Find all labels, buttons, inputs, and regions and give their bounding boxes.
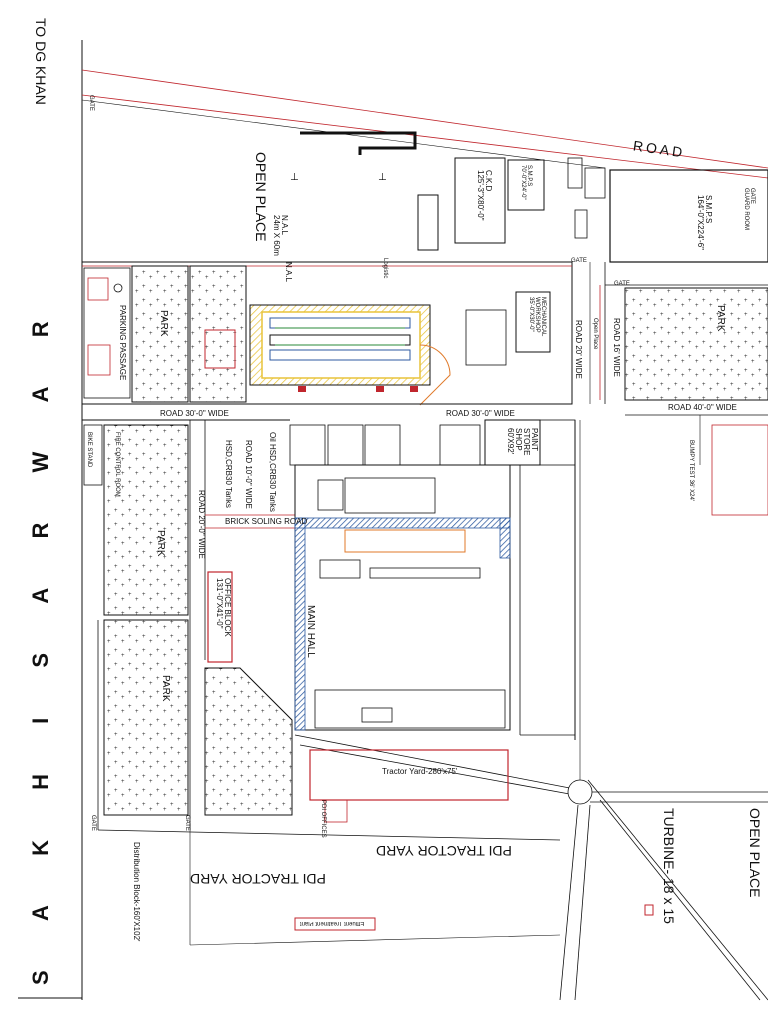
pdi-offices-label: PDI OFFICES — [320, 800, 326, 838]
open-place-mid-label: Open Place — [592, 318, 598, 350]
fire-control-label: FIRE CONTROL ROOM — [114, 432, 120, 497]
park-1-label: PARK — [158, 310, 169, 337]
road-20-wide-label: ROAD 20' WIDE — [574, 320, 583, 379]
park-2-label: PARK — [715, 305, 726, 332]
road-30-label-a: ROAD 30'-0" WIDE — [160, 409, 229, 418]
brick-soling-label: BRICK SOLING ROAD — [225, 517, 308, 526]
park-4-label: PARK — [160, 675, 171, 702]
park-3-label: PARK — [155, 530, 166, 557]
oil-hsd-label: Oil HSD,CRB30 Tanks — [268, 432, 277, 512]
gate-label-left: GATE — [88, 95, 94, 111]
tractor-yard-label: Tractor Yard-280'x75' — [382, 767, 458, 776]
hsd-crb30-label: HSD,CRB30 Tanks — [224, 440, 233, 508]
road-16-wide-label: ROAD 16' WIDE — [612, 318, 621, 377]
road-40-label: ROAD 40'-0" WIDE — [668, 403, 737, 412]
bumpy-test-label: BUMPY TEST 36' X24' — [688, 440, 694, 501]
logistic-label: Logistic — [382, 258, 388, 279]
to-dg-khan-label: TO DG KHAN — [33, 18, 49, 105]
turbine-label: TURBINE- 18 x 15 — [661, 808, 677, 924]
sakhi-sarwar-label: S A K H I S A R W A R — [28, 299, 53, 985]
bike-stand-label: BIKE STAND — [86, 432, 92, 468]
main-hall-label: MAIN HALL — [305, 605, 316, 658]
gate-label-right: GATE — [614, 281, 630, 287]
svg-text:⊥: ⊥ — [290, 172, 299, 183]
road-20-wide-b-label: ROAD 20'-0" WIDE — [197, 490, 206, 559]
gate-label-lower-mid: GATE — [184, 815, 190, 831]
distribution-block-label: Distribution Block-160'X102' — [132, 842, 141, 942]
gate-label-top: GATE — [571, 258, 587, 264]
nal-small-label: N.A.L — [284, 262, 293, 283]
open-place-right-label: OPEN PLACE — [747, 808, 763, 898]
gate-label-lower-left: GATE — [90, 815, 96, 831]
open-place-top-label: OPEN PLACE — [253, 152, 269, 242]
effluent-plant-label: Effluent Treatment Plant — [300, 920, 365, 926]
pdi-yard-label-a: PDI TRACTOR YARD — [376, 843, 512, 859]
pdi-yard-label-b: PDI TRACTOR YARD — [190, 871, 326, 887]
road-30-label-b: ROAD 30'-0" WIDE — [446, 409, 515, 418]
svg-text:⊥: ⊥ — [378, 172, 387, 183]
parking-passage-label: PARKING PASSAGE — [118, 305, 127, 381]
road-10-wide-label: ROAD 10'-0" WIDE — [244, 440, 253, 509]
